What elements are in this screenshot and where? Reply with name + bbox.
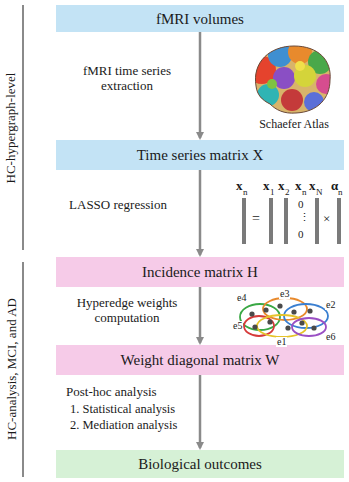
times-sign: × bbox=[323, 212, 330, 227]
list-item: 2. Mediation analysis bbox=[70, 418, 177, 432]
vector-symbol: x bbox=[295, 179, 302, 194]
vector-bars bbox=[244, 198, 339, 244]
data-box: fMRI volumes bbox=[56, 5, 344, 32]
matrix-box: Weight diagonal matrix W bbox=[56, 345, 344, 375]
vector-symbol: x bbox=[278, 179, 285, 194]
zero-entry: 0 bbox=[298, 198, 304, 211]
zero-entry: 0 bbox=[298, 228, 304, 241]
data-box: Time series matrix X bbox=[56, 140, 344, 170]
step-label: LASSO regression bbox=[68, 198, 168, 213]
list-item: 1. Statistical analysis bbox=[70, 402, 175, 416]
level-label: HC-hypergraph-level bbox=[3, 13, 19, 243]
flow-arrow bbox=[199, 170, 202, 255]
hyperedge-label: e1 bbox=[276, 337, 287, 347]
hyperedge-label: e2 bbox=[325, 300, 336, 310]
equals-sign: = bbox=[252, 211, 260, 227]
brain-outline bbox=[255, 46, 330, 113]
vector-symbol: x bbox=[236, 179, 243, 194]
bracket-line bbox=[22, 5, 24, 250]
outcome-box: Biological outcomes bbox=[56, 450, 344, 478]
hyperedge-label: e6 bbox=[325, 332, 336, 342]
level-label: HC-analysis, MCI, and AD bbox=[3, 262, 19, 477]
step-label: Post-hoc analysis bbox=[66, 385, 157, 400]
atlas-label: Schaefer Atlas bbox=[254, 118, 334, 132]
subscript: n bbox=[338, 187, 343, 197]
brain-atlas bbox=[248, 40, 340, 120]
vector-symbol: x bbox=[309, 179, 316, 194]
hypergraph-vertices bbox=[249, 303, 316, 330]
step-label: fMRI time series extraction bbox=[68, 64, 186, 94]
subscript: 1 bbox=[270, 187, 275, 197]
box-text: Weight diagonal matrix W bbox=[121, 351, 280, 369]
vector-symbol: x bbox=[263, 179, 270, 194]
bracket-line bbox=[22, 262, 24, 477]
hyperedge-label: e5 bbox=[232, 321, 243, 331]
subscript: n bbox=[243, 187, 248, 197]
box-text: Time series matrix X bbox=[137, 146, 264, 164]
box-text: Biological outcomes bbox=[138, 455, 262, 473]
matrix-box: Incidence matrix H bbox=[56, 257, 344, 287]
coefficient-symbol: α bbox=[331, 179, 338, 194]
subscript: N bbox=[316, 187, 323, 197]
subscript: n bbox=[302, 187, 307, 197]
subscript: 2 bbox=[285, 187, 290, 197]
box-text: fMRI volumes bbox=[156, 10, 244, 28]
flow-arrow bbox=[199, 287, 202, 343]
step-label: Hyperedge weights computation bbox=[72, 296, 182, 326]
flow-arrow bbox=[199, 32, 202, 138]
hyperedge-label: e4 bbox=[236, 293, 247, 303]
flow-arrow bbox=[199, 375, 202, 448]
ellipsis: ⋮ bbox=[299, 211, 310, 224]
box-text: Incidence matrix H bbox=[142, 263, 258, 281]
hyperedge-label: e3 bbox=[279, 289, 290, 299]
hypergraph bbox=[240, 298, 328, 337]
